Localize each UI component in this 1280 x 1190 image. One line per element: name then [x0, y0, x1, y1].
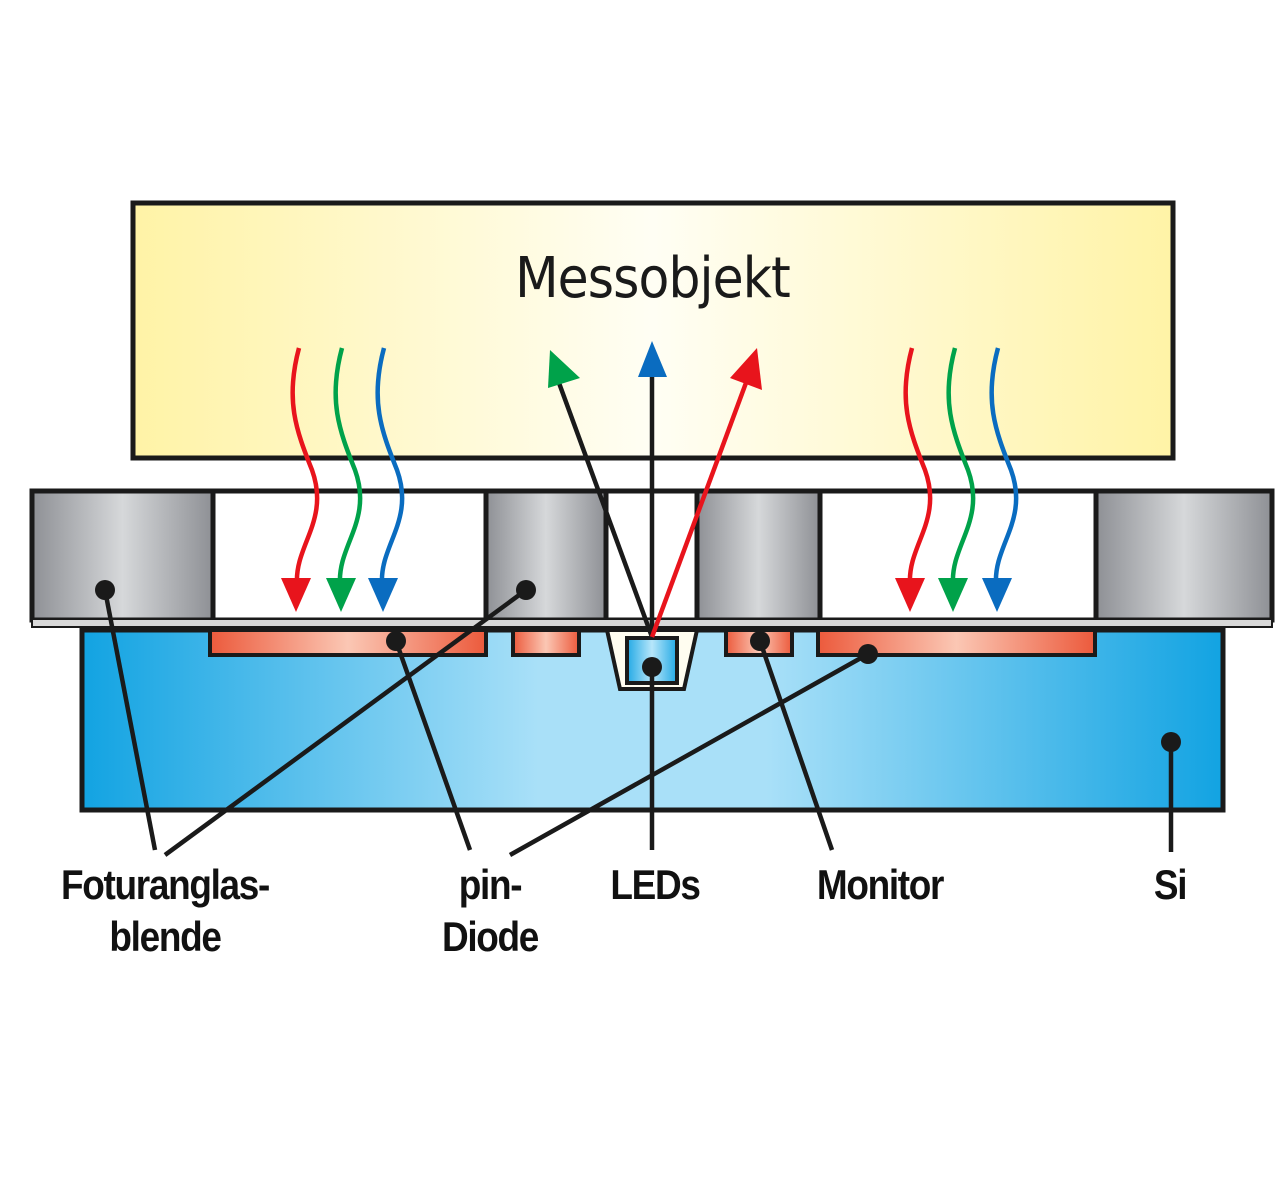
aperture-block-1 — [29, 488, 216, 623]
incoming-rays-right — [903, 347, 1019, 584]
label-fotoblende-line1: Foturanglas- — [61, 861, 270, 908]
aperture-block-4 — [1093, 488, 1275, 623]
dot-monitor — [750, 631, 770, 651]
leader-fotoblende-2 — [163, 588, 528, 857]
emitted-ray-right — [649, 371, 753, 638]
monitor-diode-left — [511, 628, 581, 657]
arrowhead-blue-left — [368, 578, 398, 612]
arrowhead-green-left — [326, 578, 356, 612]
dot-si — [1161, 732, 1181, 752]
measured-object-label: Messobjekt — [515, 246, 791, 311]
arrowhead-blue-right — [982, 578, 1012, 612]
arrowhead-red-left — [281, 578, 311, 612]
label-si: Si — [1153, 861, 1188, 908]
label-pin-line1: pin- — [458, 861, 523, 908]
arrowhead-green-emitted — [548, 350, 580, 388]
dot-led — [642, 657, 662, 677]
leader-fotoblende-1 — [102, 589, 158, 851]
incoming-ray-red-left — [290, 347, 320, 584]
label-pin-line2: Diode — [441, 913, 539, 960]
aperture-block-2 — [483, 488, 609, 623]
incoming-ray-green-left — [333, 347, 363, 584]
leader-pin-1 — [393, 640, 473, 851]
arrowhead-red-right — [895, 578, 925, 612]
dot-pin-right — [858, 644, 878, 664]
arrowhead-green-right — [938, 578, 968, 612]
label-leds: LEDs — [610, 861, 701, 908]
label-fotoblende-line2: blende — [109, 913, 222, 960]
label-monitor: Monitor — [816, 861, 945, 908]
leader-monitor — [757, 640, 835, 851]
leader-lines — [102, 588, 1174, 857]
dot-fotoblende-1 — [95, 580, 115, 600]
incoming-rays-left — [290, 347, 405, 584]
aperture-block-3 — [694, 488, 823, 623]
dot-fotoblende-2 — [516, 580, 536, 600]
emitted-ray-left — [552, 371, 655, 638]
dot-pin-left — [386, 631, 406, 651]
arrowhead-red-emitted — [730, 348, 762, 390]
arrowhead-blue-emitted — [638, 341, 667, 377]
incoming-ray-blue-right — [989, 347, 1019, 584]
leader-pin-2 — [508, 652, 870, 857]
incoming-ray-green-right — [946, 347, 976, 584]
incoming-ray-blue-left — [375, 347, 405, 584]
incoming-ray-red-right — [903, 347, 933, 584]
leader-dots — [95, 580, 1181, 752]
